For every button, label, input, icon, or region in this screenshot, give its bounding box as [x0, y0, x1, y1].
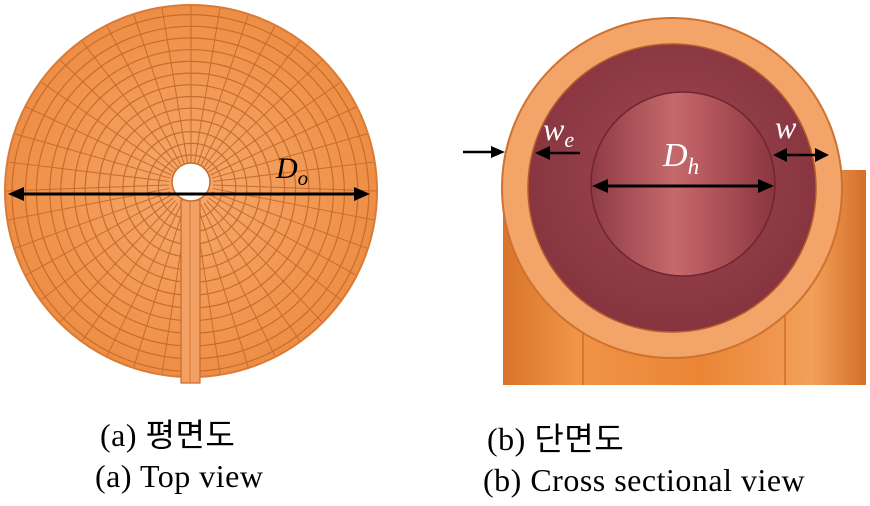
radial-spoke	[161, 8, 189, 164]
radial-spoke	[133, 14, 185, 165]
center-hole	[171, 162, 211, 202]
radial-spoke	[211, 133, 368, 179]
radial-spoke	[81, 202, 179, 341]
radial-spoke	[206, 200, 323, 323]
caption-b-english: (b) Cross sectional view	[483, 462, 806, 498]
radial-spoke	[197, 14, 249, 165]
radial-spoke	[106, 204, 182, 357]
radial-spoke	[14, 191, 171, 249]
caption-b-korean: (b) 단면도	[487, 421, 625, 457]
radial-spoke	[59, 59, 176, 170]
lead-strip	[180, 199, 201, 384]
radial-spoke	[41, 197, 174, 301]
radial-spoke	[193, 8, 221, 164]
radial-spoke	[25, 106, 172, 176]
w-dimension-arrow	[773, 148, 829, 162]
cross-section-diagram: we w Dh	[463, 17, 866, 385]
core-cylinder	[590, 91, 776, 277]
we-dimension-arrow	[535, 146, 580, 160]
radial-spoke	[197, 205, 249, 368]
w-label: w	[775, 109, 797, 145]
top-view-diagram: Do	[4, 4, 378, 384]
radial-spoke	[203, 202, 301, 341]
radial-spoke	[59, 200, 176, 323]
do-label: Do	[275, 152, 308, 190]
we-edge-arrow	[463, 146, 505, 158]
radial-spoke	[203, 41, 301, 168]
radial-spoke	[212, 184, 377, 192]
radial-spoke	[200, 25, 276, 166]
top-view-panel: Do	[0, 0, 400, 400]
caption-a-korean: (a) 평면도	[100, 417, 236, 453]
radial-spoke	[210, 194, 357, 276]
radial-spoke	[208, 197, 341, 301]
radial-spoke	[133, 205, 185, 368]
dh-label: Dh	[662, 137, 699, 179]
radial-spoke	[14, 133, 171, 179]
caption-a-english: (a) Top view	[95, 458, 264, 494]
dh-dimension-arrow	[592, 179, 774, 193]
radial-spoke	[200, 204, 276, 357]
do-dimension-arrow	[8, 187, 370, 201]
cross-section-panel: we w Dh	[455, 0, 870, 400]
radial-spoke	[211, 191, 368, 249]
radial-spoke	[212, 161, 374, 183]
radial-spoke	[81, 41, 179, 168]
radial-spoke	[210, 106, 357, 176]
radial-spoke	[106, 25, 182, 166]
radial-spoke	[208, 81, 341, 173]
radial-spoke	[206, 59, 323, 170]
radial-spoke	[25, 194, 172, 276]
radial-spoke	[41, 81, 174, 173]
radial-spokes	[5, 6, 377, 376]
radial-spoke	[5, 184, 170, 192]
radial-spoke	[8, 161, 170, 183]
we-label: we	[543, 111, 574, 152]
